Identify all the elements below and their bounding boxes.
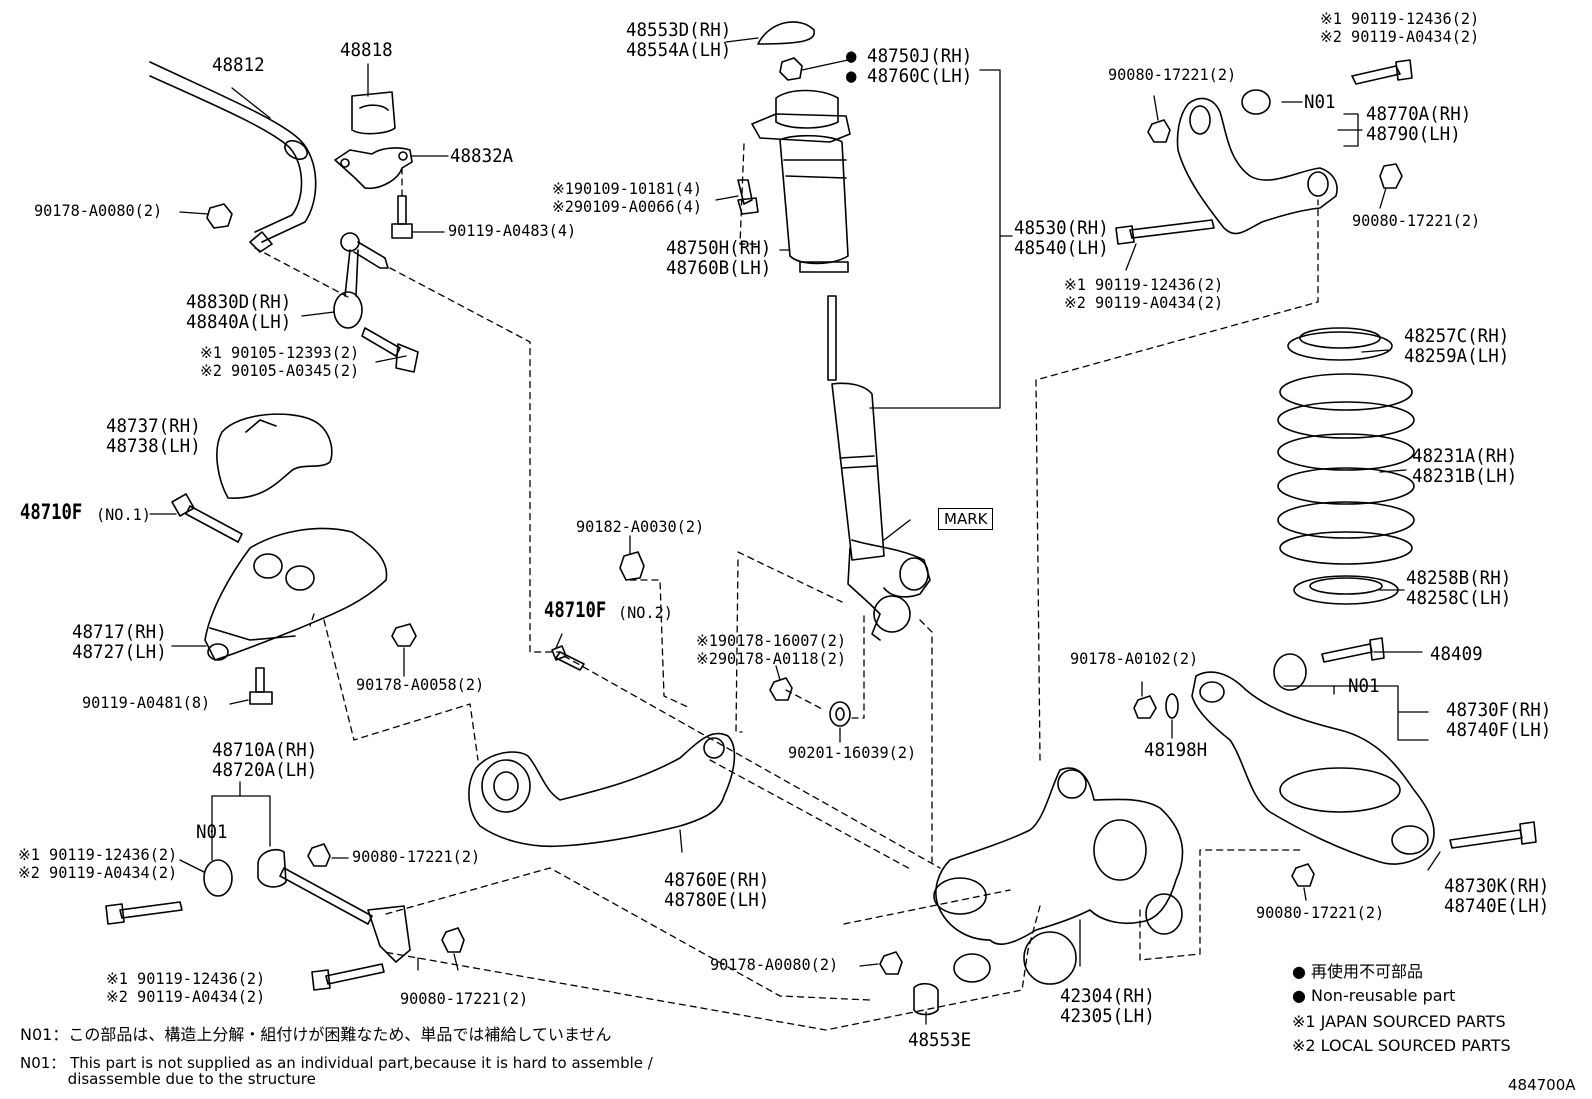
label-90178-a0080-top: 90178-A0080(2) — [34, 201, 163, 220]
label-90119-mid: ※1 90119-12436(2) ※2 90119-A0434(2) — [1064, 275, 1224, 312]
bolt-90119-a0481 — [249, 667, 273, 705]
label-90201: 90201-16039(2) — [788, 743, 917, 762]
trailing-arm-48760e — [468, 732, 736, 848]
label-90119-a0481: 90119-A0481(8) — [82, 693, 211, 712]
label-90182: 90182-A0030(2) — [576, 517, 705, 536]
bolt-90109 — [737, 179, 759, 215]
coil-spring — [1277, 373, 1415, 565]
bolt-90119-left — [105, 901, 385, 991]
label-48760e: 48760E(RH) 48780E(LH) — [664, 869, 770, 911]
nut-90178-a0058 — [391, 623, 417, 647]
note-en-line1: N01： This part is not supplied as an ind… — [20, 1054, 653, 1072]
spring-seat-upper — [1287, 327, 1393, 361]
member-bracket-48717 — [204, 527, 388, 661]
label-90178-16007: ※190178-16007(2) ※290178-A0118(2) — [696, 631, 847, 668]
label-90080-top1: 90080-17221(2) — [1108, 65, 1237, 84]
label-90119-bottom: ※1 90119-12436(2) ※2 90119-A0434(2) — [106, 969, 266, 1006]
bolt-90105 — [361, 327, 419, 373]
nut-90080-left — [307, 843, 465, 953]
legend-non-reusable-en: ● Non-reusable part — [1292, 986, 1456, 1005]
nut-48750j — [779, 57, 803, 81]
nut-90178-16007 — [769, 677, 851, 727]
label-90178-a0080-bottom: 90178-A0080(2) — [710, 955, 839, 974]
label-48553e: 48553E — [908, 1029, 972, 1051]
stabilizer-link — [333, 232, 389, 329]
nut-90080-right — [1291, 863, 1315, 887]
label-48258b: 48258B(RH) 48258C(LH) — [1406, 567, 1512, 609]
label-90080-left: 90080-17221(2) — [352, 847, 481, 866]
label-90119-a0483: 90119-A0483(4) — [448, 221, 577, 240]
shock-absorber — [827, 295, 931, 641]
nut-90080-17221-upper — [1147, 119, 1403, 189]
label-48409: 48409 — [1430, 643, 1483, 665]
nut-90178-a0102 — [1133, 693, 1179, 719]
label-48730k: 48730K(RH) 48740E(LH) — [1444, 875, 1550, 917]
label-48830d: 48830D(RH) 48840A(LH) — [186, 291, 292, 333]
label-90080-right: 90080-17221(2) — [1256, 903, 1385, 922]
label-90119-top: ※1 90119-12436(2) ※2 90119-A0434(2) — [1320, 9, 1480, 46]
label-48710a: 48710A(RH) 48720A(LH) — [212, 739, 318, 781]
label-n01-left: N01 — [196, 821, 228, 843]
cover-48737 — [216, 413, 333, 499]
bolt-90119-a0483 — [391, 195, 413, 239]
figure-id: 484700A — [1508, 1076, 1576, 1094]
bolt-48710f-no1 — [171, 493, 243, 543]
bolt-48710f-no2 — [551, 645, 585, 671]
label-90178-a0102: 90178-A0102(2) — [1070, 649, 1199, 668]
legend-local-sourced: ※2 LOCAL SOURCED PARTS — [1292, 1036, 1511, 1055]
label-48710f-no2: 48710F — [544, 598, 607, 622]
label-42304: 42304(RH) 42305(LH) — [1060, 985, 1155, 1027]
upper-arm-48770a — [1176, 89, 1338, 235]
stabilizer-bushing — [351, 91, 396, 135]
label-48717: 48717(RH) 48727(LH) — [72, 621, 167, 663]
nut-90178-a0080-bottom — [879, 951, 903, 975]
label-90105: ※1 90105-12393(2) ※2 90105-A0345(2) — [200, 343, 360, 380]
bolt-48409 — [1321, 637, 1385, 663]
dashed-lines — [254, 143, 1319, 1031]
label-90080-bottom: 90080-17221(2) — [400, 989, 529, 1008]
label-48530: 48530(RH) 48540(LH) — [1014, 217, 1109, 259]
lateral-link-48710a — [203, 848, 411, 963]
stabilizer-bracket — [334, 147, 413, 190]
label-n01-upper: N01 — [1304, 91, 1336, 113]
label-48832a: 48832A — [450, 145, 514, 167]
label-90080-top2: 90080-17221(2) — [1352, 211, 1481, 230]
label-48750h: 48750H(RH) 48760B(LH) — [666, 237, 772, 279]
note-jp: N01：この部品は、構造上分解・組付けが困難なため、単品では補給していません — [20, 1025, 612, 1044]
label-48257c: 48257C(RH) 48259A(LH) — [1404, 325, 1510, 367]
label-48770a: 48770A(RH) 48790(LH) — [1366, 103, 1472, 145]
label-48198h: 48198H — [1144, 739, 1208, 761]
note-en-line2: disassemble due to the structure — [20, 1070, 316, 1088]
nut-90182-a0030 — [619, 551, 645, 581]
label-48737: 48737(RH) 48738(LH) — [106, 415, 201, 457]
bushing-48553e — [913, 982, 939, 1016]
label-48750j: ● 48750J(RH) ● 48760C(LH) — [846, 45, 973, 87]
rear-knuckle — [933, 767, 1184, 985]
lower-arm-48730f — [1191, 653, 1435, 865]
label-48818: 48818 — [340, 39, 393, 61]
label-48710f-no2-suffix: (NO.2) — [618, 603, 673, 622]
legend-non-reusable-jp: ● 再使用不可部品 — [1292, 962, 1424, 981]
label-90178-a0058: 90178-A0058(2) — [356, 675, 485, 694]
label-48710f-no1: 48710F — [20, 500, 83, 524]
label-48231a: 48231A(RH) 48231B(LH) — [1412, 445, 1518, 487]
bolt-90119-upper-right — [1115, 59, 1413, 245]
label-48710f-no1-suffix: (NO.1) — [96, 505, 151, 524]
label-48553d: 48553D(RH) 48554A(LH) — [626, 19, 732, 61]
label-48730f: 48730F(RH) 48740F(LH) — [1446, 699, 1552, 741]
upper-support-48750h — [751, 89, 851, 273]
label-90119-left: ※1 90119-12436(2) ※2 90119-A0434(2) — [18, 845, 178, 882]
label-n01-lower: N01 — [1348, 675, 1380, 697]
bolt-48730k — [1449, 821, 1537, 849]
label-48812: 48812 — [212, 54, 265, 76]
legend-japan-sourced: ※1 JAPAN SOURCED PARTS — [1292, 1012, 1506, 1031]
nut-90178-a0080-top — [206, 203, 233, 229]
label-90109: ※190109-10181(4) ※290109-A0066(4) — [552, 179, 703, 216]
stabilizer-bar — [149, 61, 317, 253]
mark-label: MARK — [938, 508, 994, 530]
mount-cap-48553d — [757, 21, 815, 45]
leader-lines — [149, 37, 1441, 1025]
